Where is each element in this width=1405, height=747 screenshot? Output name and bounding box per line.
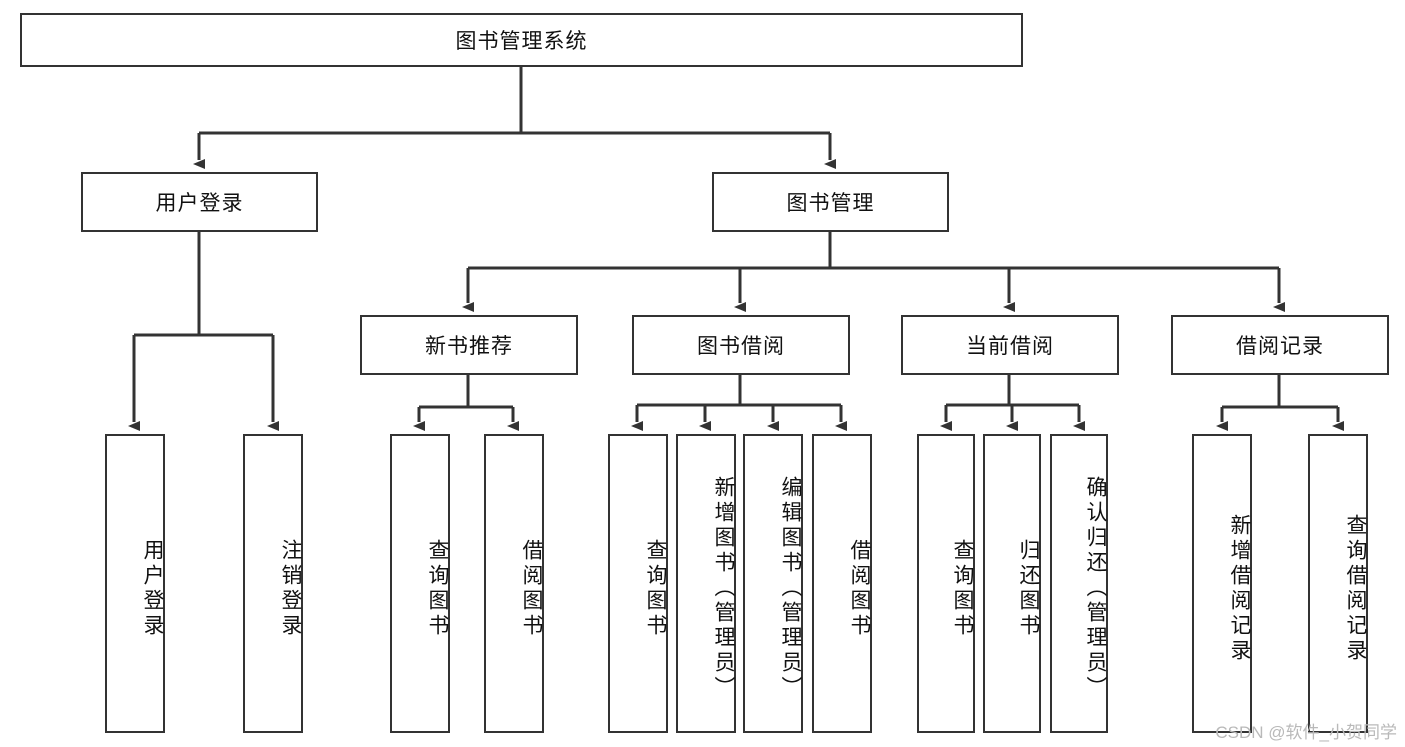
leaf-return-book[interactable]: 归还图书 (983, 434, 1041, 733)
leaf-logout-login[interactable]: 注销登录 (243, 434, 303, 733)
leaf-user-login[interactable]: 用户登录 (105, 434, 165, 733)
node-root[interactable]: 图书管理系统 (20, 13, 1023, 67)
leaf-query-book-2[interactable]: 查询图书 (608, 434, 668, 733)
leaf-confirm-return-admin[interactable]: 确认归还（管理员） (1050, 434, 1108, 733)
leaf-query-book-1[interactable]: 查询图书 (390, 434, 450, 733)
leaf-borrow-book-2[interactable]: 借阅图书 (812, 434, 872, 733)
node-book-borrow[interactable]: 图书借阅 (632, 315, 850, 375)
leaf-query-book-3[interactable]: 查询图书 (917, 434, 975, 733)
leaf-add-borrow-record[interactable]: 新增借阅记录 (1192, 434, 1252, 733)
node-new-book-recommend[interactable]: 新书推荐 (360, 315, 578, 375)
leaf-add-book-admin[interactable]: 新增图书（管理员） (676, 434, 736, 733)
node-borrow-record[interactable]: 借阅记录 (1171, 315, 1389, 375)
node-book-manage[interactable]: 图书管理 (712, 172, 949, 232)
node-current-borrow[interactable]: 当前借阅 (901, 315, 1119, 375)
node-user-login[interactable]: 用户登录 (81, 172, 318, 232)
leaf-borrow-book-1[interactable]: 借阅图书 (484, 434, 544, 733)
leaf-edit-book-admin[interactable]: 编辑图书（管理员） (743, 434, 803, 733)
leaf-query-borrow-record[interactable]: 查询借阅记录 (1308, 434, 1368, 733)
